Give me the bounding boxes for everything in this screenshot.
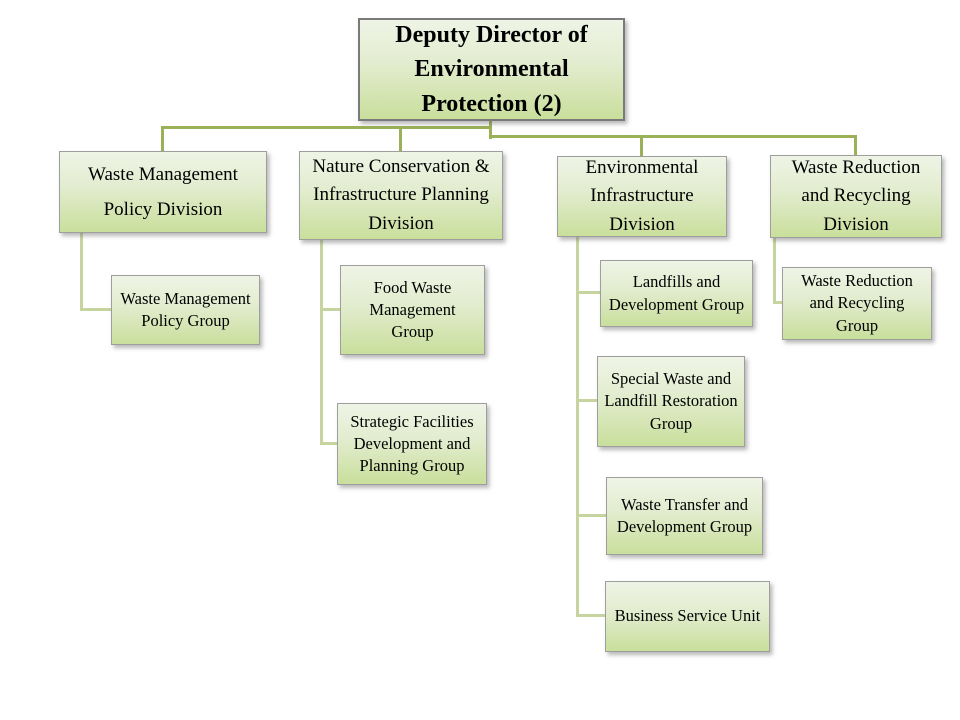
- org-node-label: Waste Reduction and Recycling Group: [801, 271, 913, 335]
- org-node-waste-reduction-recycling-group: Waste Reduction and Recycling Group: [782, 267, 932, 340]
- org-node-strategic-facilities-group: Strategic Facilities Development and Pla…: [337, 403, 487, 485]
- org-node-waste-management-policy-group: Waste Management Policy Group: [111, 275, 260, 345]
- org-node-root: Deputy Director of Environmental Protect…: [358, 18, 625, 121]
- connector-drop-division-3: [640, 135, 643, 158]
- org-node-business-service-unit: Business Service Unit: [605, 581, 770, 652]
- org-node-waste-reduction-recycling-division: Waste Reduction and Recycling Division: [770, 155, 942, 238]
- org-node-label: Environmental Infrastructure Division: [585, 156, 699, 235]
- connector-division2-group1: [320, 308, 340, 311]
- org-node-environmental-infrastructure-division: Environmental Infrastructure Division: [557, 156, 727, 237]
- org-node-waste-transfer-development-group: Waste Transfer and Development Group: [606, 477, 763, 555]
- connector-division1-group1: [80, 308, 111, 311]
- org-node-label: Special Waste and Landfill Restoration G…: [604, 369, 738, 433]
- connector-division3-stem: [576, 237, 579, 617]
- connector-division3-group1: [576, 291, 600, 294]
- org-node-waste-management-policy-division: Waste Management Policy Division: [59, 151, 267, 233]
- org-node-landfills-development-group: Landfills and Development Group: [600, 260, 753, 327]
- connector-drop-division-4: [854, 135, 857, 157]
- org-node-label: Waste Transfer and Development Group: [616, 494, 753, 536]
- connector-root-stem: [489, 120, 492, 139]
- org-node-special-waste-landfill-restoration-group: Special Waste and Landfill Restoration G…: [597, 356, 745, 447]
- org-node-nature-conservation-division: Nature Conservation & Infrastructure Pla…: [299, 151, 503, 240]
- org-node-label: Strategic Facilities Development and Pla…: [350, 411, 474, 476]
- org-node-label: Waste Management Policy Group: [120, 288, 251, 330]
- org-node-root-label: Deputy Director of Environmental Protect…: [395, 22, 588, 117]
- connector-left-branch: [161, 126, 492, 129]
- org-node-label: Landfills and Development Group: [608, 272, 745, 314]
- connector-division4-stem: [773, 238, 776, 304]
- org-node-label: Food Waste Management Group: [369, 277, 456, 342]
- org-node-food-waste-management-group: Food Waste Management Group: [340, 265, 485, 355]
- connector-drop-division-1: [161, 126, 164, 153]
- org-node-label: Nature Conservation & Infrastructure Pla…: [312, 155, 490, 234]
- connector-division4-group1: [773, 301, 782, 304]
- connector-division3-group2: [576, 399, 597, 402]
- connector-division2-group2: [320, 442, 337, 445]
- org-node-label: Waste Reduction and Recycling Division: [791, 156, 921, 235]
- connector-division2-stem: [320, 240, 323, 445]
- connector-division1-stem: [80, 233, 83, 311]
- connector-division3-group4: [576, 614, 605, 617]
- connector-division3-group3: [576, 514, 606, 517]
- org-node-label: Waste Management Policy Division: [88, 163, 238, 220]
- org-node-label: Business Service Unit: [614, 606, 761, 626]
- connector-right-branch: [489, 135, 857, 138]
- connector-drop-division-2: [399, 126, 402, 153]
